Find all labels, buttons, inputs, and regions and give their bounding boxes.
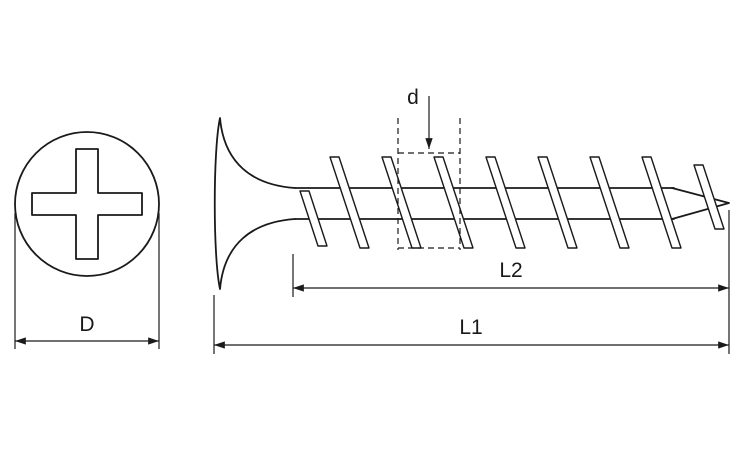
d-label: d	[407, 86, 419, 109]
thread-blade-tip	[693, 164, 725, 230]
thread-blade	[299, 190, 328, 247]
head-front-view	[14, 131, 160, 277]
screw-threads	[299, 156, 725, 249]
dimension-total-length: L1	[213, 295, 729, 354]
dimension-head-diameter: D	[14, 213, 160, 349]
screw-side-view	[213, 117, 730, 290]
D-label: D	[79, 313, 94, 336]
screw-tip	[671, 187, 730, 220]
thread-blade	[537, 156, 578, 249]
phillips-recess-icon	[31, 148, 143, 260]
thread-blade	[433, 156, 474, 249]
l2-label: L2	[499, 259, 522, 282]
thread-blade	[329, 156, 370, 249]
thread-blade	[381, 156, 422, 249]
thread-blade	[641, 156, 682, 249]
dimension-thread-diameter: d	[397, 86, 461, 250]
thread-blade	[589, 156, 630, 249]
bugle-head-outline	[213, 117, 296, 290]
thread-blade	[485, 156, 526, 249]
screw-head-outline	[14, 131, 160, 277]
l1-label: L1	[459, 316, 482, 339]
dimension-thread-length: L2	[292, 210, 730, 354]
